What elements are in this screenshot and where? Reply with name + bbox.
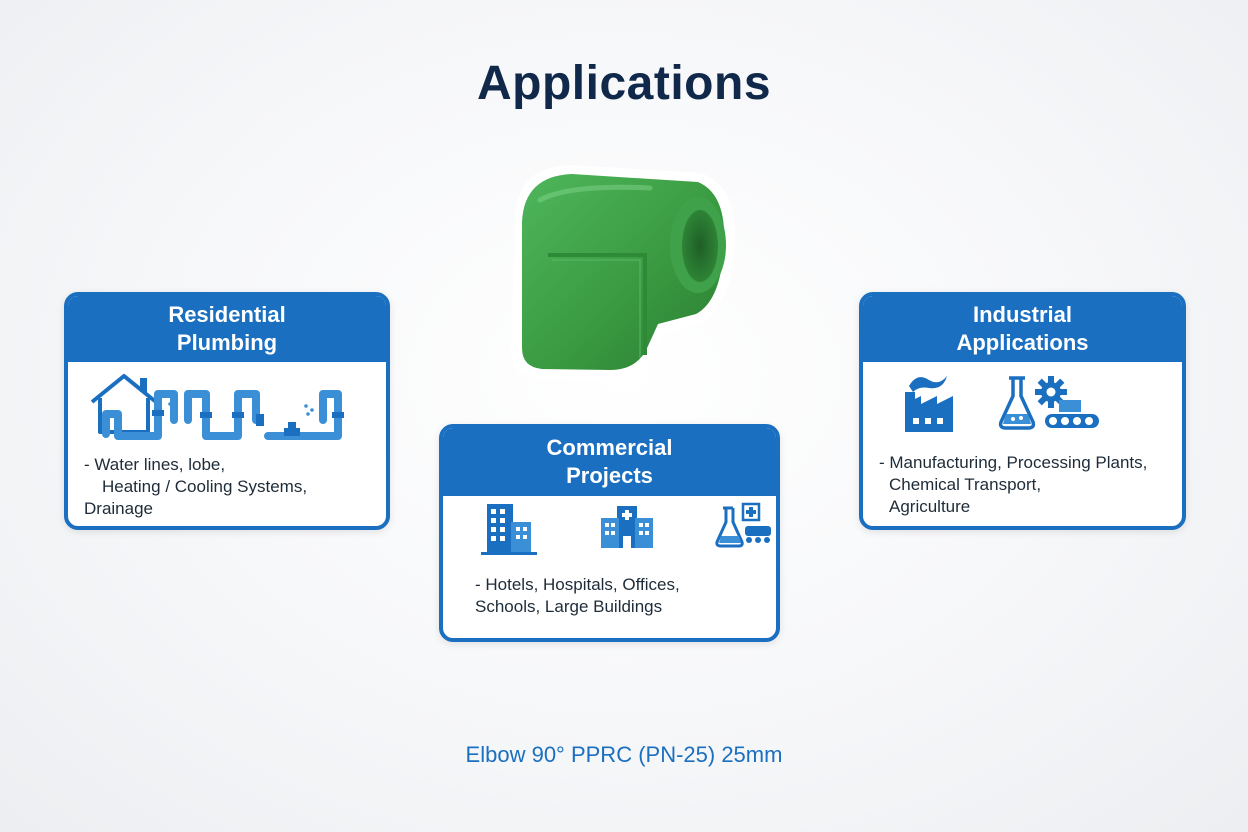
plumbing-system-icon — [90, 374, 344, 440]
residential-plumbing-card: Residential Plumbing — [64, 292, 390, 530]
desc-line-1: - Manufacturing, Processing Plants, — [879, 453, 1148, 472]
conveyor-icon — [1045, 400, 1099, 428]
card-title-line-2: Applications — [956, 330, 1089, 355]
commercial-projects-card: Commercial Projects — [439, 424, 780, 642]
office-building-icon — [481, 504, 537, 555]
desc-line-2: Schools, Large Buildings — [475, 597, 663, 616]
shower-icon — [168, 402, 314, 416]
industrial-description: - Manufacturing, Processing Plants, Chem… — [879, 452, 1147, 518]
desc-line-2: Chemical Transport, — [889, 475, 1042, 494]
card-title-line-2: Projects — [566, 463, 653, 488]
desc-line-1: - Hotels, Hospitals, Offices, — [475, 575, 680, 594]
card-title-line-2: Plumbing — [176, 330, 278, 355]
desc-line-3: Drainage — [84, 499, 153, 518]
desc-line-3: Agriculture — [889, 497, 971, 516]
page-title: Applications — [476, 57, 772, 110]
card-header: Residential Plumbing — [68, 296, 386, 362]
faucet-icon — [284, 422, 300, 436]
flask-icon — [998, 376, 1036, 430]
card-title-line-1: Industrial — [972, 302, 1072, 327]
card-title-line-1: Commercial — [546, 435, 673, 460]
lab-flask-icon — [715, 502, 771, 548]
desc-line-2: Heating / Cooling Systems, — [102, 477, 308, 496]
hospital-building-icon — [601, 506, 653, 548]
residential-description: - Water lines, lobe, Heating / Cooling S… — [84, 454, 307, 520]
product-caption: Elbow 90° PPRC (PN-25) 25mm — [465, 742, 783, 767]
house-icon — [90, 374, 158, 434]
gear-icon — [1035, 376, 1067, 408]
elbow-fitting-image — [511, 165, 736, 381]
desc-line-1: - Water lines, lobe, — [84, 455, 226, 474]
factory-icon — [905, 376, 953, 432]
card-header: Industrial Applications — [863, 296, 1182, 362]
industrial-applications-card: Industrial Applications — [859, 292, 1186, 530]
commercial-description: - Hotels, Hospitals, Offices, Schools, L… — [475, 574, 680, 618]
card-title-line-1: Residential — [168, 302, 286, 327]
chemical-processing-icon — [998, 376, 1099, 430]
card-header: Commercial Projects — [443, 428, 776, 496]
